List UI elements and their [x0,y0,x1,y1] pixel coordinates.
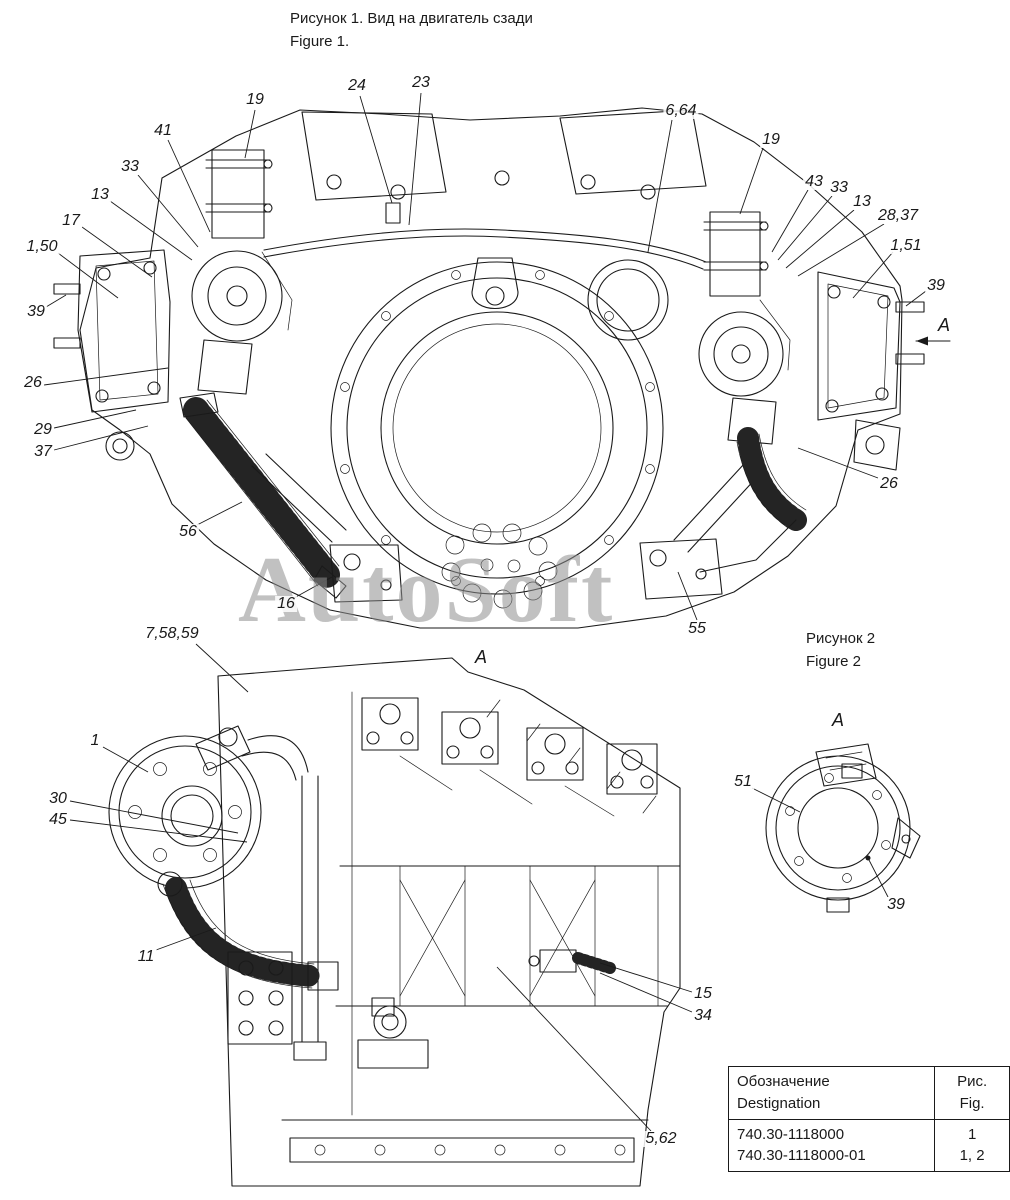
table-header-fig-en: Fig. [959,1094,985,1112]
leader-39-right [905,290,927,307]
leader-30 [69,800,239,834]
table-designation-cell: 740.30-1118000 740.30-1118000-01 [727,1118,936,1172]
leader-19-left [244,109,256,159]
leader-15 [599,962,693,993]
leader-55 [677,571,698,621]
leader-34 [599,972,693,1013]
figure-ref-value: 1, 2 [959,1147,985,1165]
leader-17 [81,226,153,278]
leader-56 [196,501,243,526]
leader-41 [167,139,211,233]
figure3-drawing [108,657,681,1187]
leader-11 [155,927,217,951]
figure-ref-value: 1 [967,1125,977,1143]
figure1-caption-en: Figure 1. [290,32,350,50]
leader-1-fig3 [102,746,149,773]
figure1-caption-ru: Рисунок 1. Вид на двигатель сзади [290,10,533,27]
table-header-designation-ru: Обозначение [737,1073,830,1090]
designation-value: 740.30-1118000-01 [737,1147,866,1165]
leader-33-right [777,195,833,261]
leader-51 [751,787,801,813]
leader-19-right [739,147,764,215]
designation-value: 740.30-1118000 [737,1125,845,1143]
leader-26-left [43,367,169,386]
leader-6-64 [647,119,673,253]
leader-37-left [53,425,149,451]
figure2-drawing [765,743,921,913]
table-header-fig: Рис. Fig. [934,1066,1010,1120]
leader-39-left [45,294,67,308]
leader-1-50 [57,252,119,299]
leader-33-left [137,174,199,248]
leader-26-right [797,447,879,479]
leader-7-58-59 [195,643,249,693]
table-header-fig-ru: Рис. [957,1073,988,1090]
leader-lines-layer [43,92,927,1132]
leader-24 [359,95,393,204]
figure2-caption: Рисунок 2 Figure 2 [806,628,875,673]
watermark: AutoSoft [238,538,615,642]
view-a-arrow [915,336,951,346]
figure1-drawing [53,107,951,629]
leader-29 [53,409,137,429]
leader-1-51 [852,251,894,299]
figure1-caption: Рисунок 1. Вид на двигатель сзади Figure… [290,8,533,53]
reference-table: Обозначение Destignation Рис. Fig. 740.3… [727,1066,1010,1172]
leader-39-fig2 [868,859,889,898]
leader-5-62 [496,966,652,1132]
leader-45 [69,819,248,843]
figure2-caption-en: Figure 2 [806,652,862,670]
table-header-designation-en: Destignation [737,1094,821,1112]
leader-43 [771,189,809,253]
leader-28-37 [797,223,885,277]
figure2-caption-ru: Рисунок 2 [806,630,876,647]
leader-23 [408,92,422,226]
leader-13-right [785,209,855,269]
leader-13-left [109,200,193,261]
leader-16 [293,576,333,599]
table-fig-cell: 1 1, 2 [934,1118,1010,1172]
table-header-designation: Обозначение Destignation [727,1066,936,1120]
